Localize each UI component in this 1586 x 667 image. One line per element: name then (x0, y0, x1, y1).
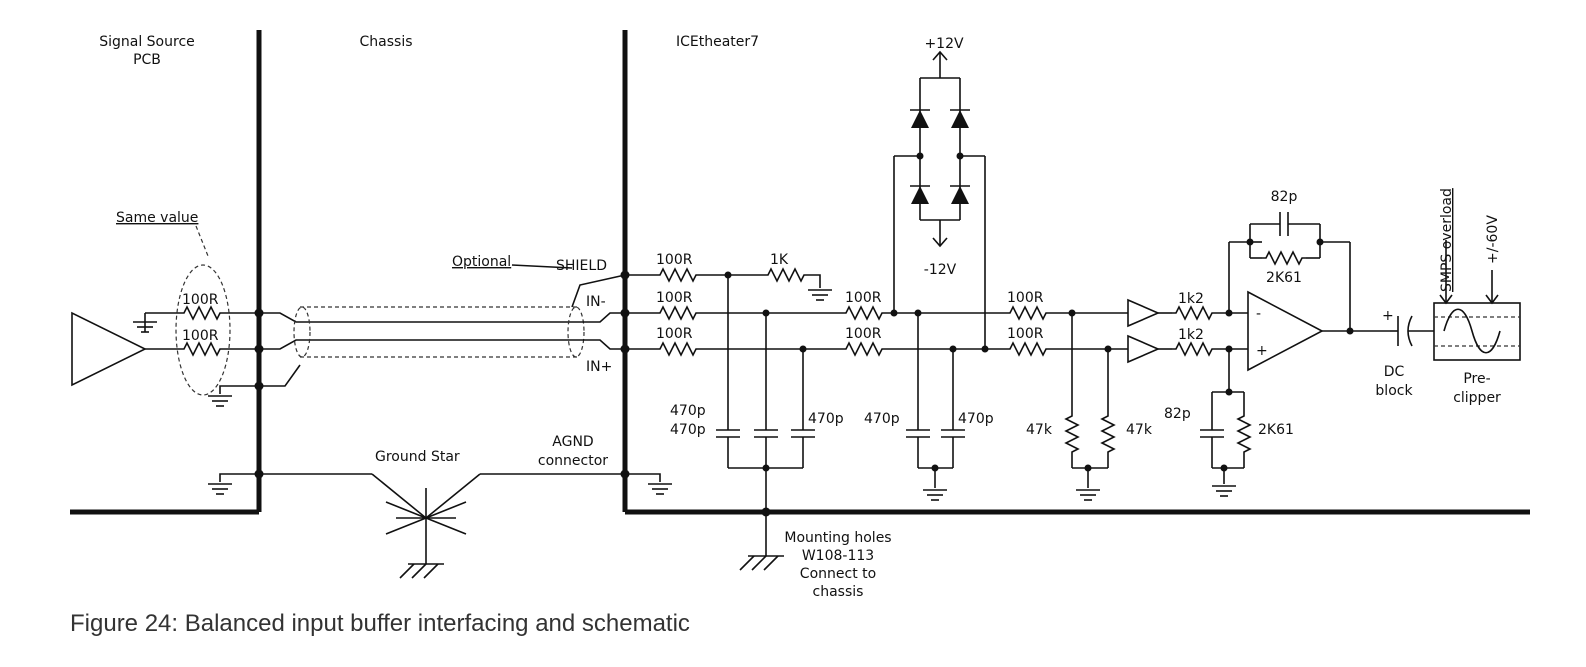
chassis-boundaries (70, 30, 1530, 515)
pre-label: Pre- (1463, 371, 1490, 387)
capacitor-82p-ground-label: 82p (1164, 406, 1191, 422)
resistor-in-minus-2-label: 100R (845, 290, 882, 306)
mounting-holes-id-label: W108-113 (802, 548, 874, 564)
clipper-label: clipper (1453, 390, 1501, 406)
op-amp (1247, 290, 1324, 372)
ground-star-label: Ground Star (375, 449, 460, 465)
capacitor-bank-2 (905, 309, 966, 501)
resistor-shield-label: 100R (656, 252, 693, 268)
capacitor-4-label: 470p (864, 411, 900, 427)
resistor-source-bottom (179, 342, 225, 356)
buffer-top (1127, 298, 1161, 328)
resistor-47k-2-label: 47k (1126, 422, 1153, 438)
dc-block-capacitor (1390, 315, 1434, 347)
resistor-source-bottom-label: 100R (182, 328, 219, 344)
resistor-2k61-ground-label: 2K61 (1258, 422, 1294, 438)
source-driver (71, 311, 180, 387)
resistor-in-plus-3-label: 100R (1007, 326, 1044, 342)
resistor-47k-1-label: 47k (1026, 422, 1053, 438)
resistor-source-top-label: 100R (182, 292, 219, 308)
input-network-ground (1199, 345, 1251, 497)
resistor-1k-label: 1K (770, 252, 789, 268)
agnd-connector-label: connector (538, 453, 608, 469)
ground-star (259, 473, 625, 579)
connect-to-label: Connect to (800, 566, 876, 582)
resistor-1k2-bottom-label: 1k2 (1178, 327, 1204, 343)
resistor-in-plus-2-label: 100R (845, 326, 882, 342)
resistor-in-minus-1-label: 100R (656, 290, 693, 306)
shield-label: SHIELD (556, 258, 607, 274)
op-amp-plus-label: + (1256, 343, 1268, 359)
same-value-label: Same value (116, 210, 198, 226)
signal-source-label: Signal Source (99, 34, 195, 50)
buffer-bottom (1127, 334, 1161, 364)
capacitor-1-label: 470p (670, 403, 706, 419)
dc-block-plus-label: + (1382, 308, 1394, 324)
chassis-label: Chassis (360, 34, 413, 50)
resistor-in-minus-3-label: 100R (1007, 290, 1044, 306)
dc-label: DC (1384, 364, 1405, 380)
capacitor-bank-1 (715, 271, 816, 517)
shielded-cable (259, 274, 626, 387)
op-amp-minus-label: - (1256, 306, 1261, 322)
figure-caption: Figure 24: Balanced input buffer interfa… (70, 610, 690, 637)
pcb-label: PCB (133, 52, 161, 68)
minus-12v-label: -12V (924, 262, 957, 278)
smps-overload-label: SMPS overload (1439, 188, 1455, 292)
plus-minus-60v-label: +/-60V (1485, 215, 1501, 264)
mounting-holes-label: Mounting holes (784, 530, 891, 546)
capacitor-2-label: 470p (670, 422, 706, 438)
icetheater-label: ICEtheater7 (676, 34, 759, 50)
same-value-ellipse (175, 264, 231, 396)
chassis-connect-label: chassis (813, 584, 864, 600)
bias-resistors-47k (1065, 309, 1115, 501)
in-minus-label: IN- (586, 294, 606, 310)
capacitor-5-label: 470p (958, 411, 994, 427)
in-plus-label: IN+ (586, 359, 612, 375)
resistor-1k2-top-label: 1k2 (1178, 291, 1204, 307)
plus-12v-label: +12V (924, 36, 964, 52)
pre-clipper (1433, 240, 1521, 361)
resistor-source-top (179, 306, 225, 320)
capacitor-3-label: 470p (808, 411, 844, 427)
capacitor-82p-feedback-label: 82p (1271, 189, 1298, 205)
resistor-2k61-feedback-label: 2K61 (1266, 270, 1302, 286)
agnd-label: AGND (552, 434, 593, 450)
feedback-network (1225, 212, 1390, 335)
block-label: block (1375, 383, 1413, 399)
diode-clamp (890, 50, 989, 353)
resistor-in-plus-1-label: 100R (656, 326, 693, 342)
optional-label: Optional (452, 254, 511, 270)
